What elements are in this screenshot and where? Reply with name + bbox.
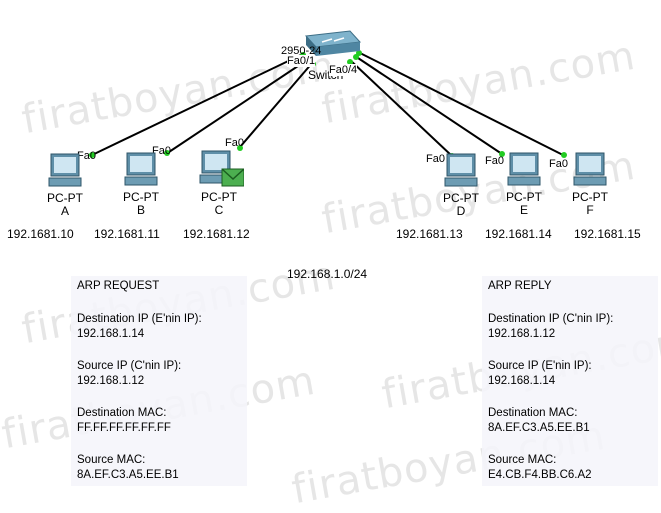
pc-type-label: PC-PT bbox=[123, 190, 159, 204]
switch-port-label: Fa0/1 bbox=[287, 55, 316, 67]
src-mac-label: Source MAC: bbox=[488, 454, 557, 466]
port-dot bbox=[347, 59, 353, 65]
pc-f[interactable]: PC-PT F bbox=[560, 151, 620, 217]
pc-type-label: PC-PT bbox=[443, 191, 479, 205]
pc-name-label: E bbox=[519, 203, 528, 217]
src-ip-value: 192.168.1.12 bbox=[77, 375, 145, 387]
src-mac-value: E4.CB.F4.BB.C6.A2 bbox=[488, 469, 592, 481]
panel-title: ARP REPLY bbox=[488, 280, 552, 292]
pc-ip: 192.1681.14 bbox=[485, 227, 552, 241]
link-a bbox=[89, 52, 306, 157]
pc-icon bbox=[573, 152, 607, 186]
dest-mac-value: 8A.EF.C3.A5.EE.B1 bbox=[488, 422, 590, 434]
src-mac-label: Source MAC: bbox=[77, 454, 146, 466]
port-dot bbox=[499, 151, 505, 157]
pc-e[interactable]: PC-PT E bbox=[494, 151, 554, 217]
port-dot bbox=[561, 152, 567, 158]
pc-port-label: Fa0 bbox=[152, 145, 171, 157]
dest-ip-label: Destination IP (E'nin IP): bbox=[77, 313, 202, 325]
pc-name-label: D bbox=[456, 204, 466, 218]
envelope-icon bbox=[221, 168, 244, 187]
src-mac-value: 8A.EF.C3.A5.EE.B1 bbox=[77, 469, 179, 481]
src-ip-label: Source IP (E'nin IP): bbox=[488, 360, 592, 372]
link-e bbox=[354, 55, 503, 155]
src-ip-value: 192.168.1.14 bbox=[488, 375, 556, 387]
pc-icon bbox=[444, 153, 478, 187]
panel-title: ARP REQUEST bbox=[77, 280, 160, 292]
pc-name-label: B bbox=[136, 203, 145, 217]
pc-b[interactable]: PC-PT B bbox=[111, 151, 171, 217]
pc-icon bbox=[48, 153, 82, 187]
link-b bbox=[165, 57, 311, 155]
dest-mac-label: Destination MAC: bbox=[77, 407, 167, 419]
pc-type-label: PC-PT bbox=[47, 191, 83, 205]
pc-ip: 192.1681.15 bbox=[574, 227, 641, 241]
switch-icon bbox=[304, 30, 362, 56]
switch-port-label: Fa0/4 bbox=[329, 64, 358, 76]
pc-type-label: PC-PT bbox=[506, 190, 542, 204]
dest-ip-value: 192.168.1.12 bbox=[488, 328, 556, 340]
link-f bbox=[357, 51, 566, 157]
pc-port-label: Fa0 bbox=[549, 158, 568, 170]
switch-model-label: 2950-24 bbox=[281, 45, 322, 57]
dest-mac-value: FF.FF.FF.FF.FF.FF bbox=[77, 422, 171, 434]
port-dot bbox=[237, 145, 243, 151]
dest-ip-value: 192.168.1.14 bbox=[77, 328, 145, 340]
pc-port-label: Fa0 bbox=[485, 155, 504, 167]
pc-port-label: Fa0 bbox=[77, 150, 96, 162]
pc-ip: 192.1681.13 bbox=[396, 227, 463, 241]
dest-mac-label: Destination MAC: bbox=[488, 407, 578, 419]
port-dot bbox=[89, 152, 95, 158]
port-dot bbox=[164, 150, 170, 156]
pc-name-label: C bbox=[214, 203, 224, 217]
link-d bbox=[349, 59, 453, 157]
dest-ip-label: Destination IP (C'nin IP): bbox=[488, 313, 614, 325]
pc-ip: 192.1681.12 bbox=[183, 227, 250, 241]
pc-icon bbox=[507, 152, 541, 186]
pc-ip: 192.1681.11 bbox=[94, 227, 160, 241]
pc-icon bbox=[124, 152, 158, 186]
port-dot bbox=[356, 50, 362, 56]
pc-type-label: PC-PT bbox=[201, 190, 237, 204]
pc-a[interactable]: PC-PT A bbox=[35, 152, 95, 218]
pc-port-label: Fa0 bbox=[426, 153, 445, 165]
arp-request-panel: ARP REQUEST Destination IP (E'nin IP): 1… bbox=[71, 276, 247, 486]
pc-d[interactable]: PC-PT D bbox=[431, 152, 491, 218]
network-label: 192.168.1.0/24 bbox=[287, 267, 368, 281]
pc-port-label: Fa0 bbox=[225, 137, 244, 149]
src-ip-label: Source IP (C'nin IP): bbox=[77, 360, 182, 372]
pc-type-label: PC-PT bbox=[572, 190, 608, 204]
pc-name-label: A bbox=[60, 204, 69, 218]
pc-c[interactable]: PC-PT C bbox=[189, 149, 249, 217]
pc-icon bbox=[199, 150, 244, 187]
pc-name-label: F bbox=[586, 203, 594, 217]
arp-reply-panel: ARP REPLY Destination IP (C'nin IP): 192… bbox=[482, 276, 658, 486]
pc-ip: 192.1681.10 bbox=[7, 227, 74, 241]
link-c bbox=[239, 61, 314, 148]
